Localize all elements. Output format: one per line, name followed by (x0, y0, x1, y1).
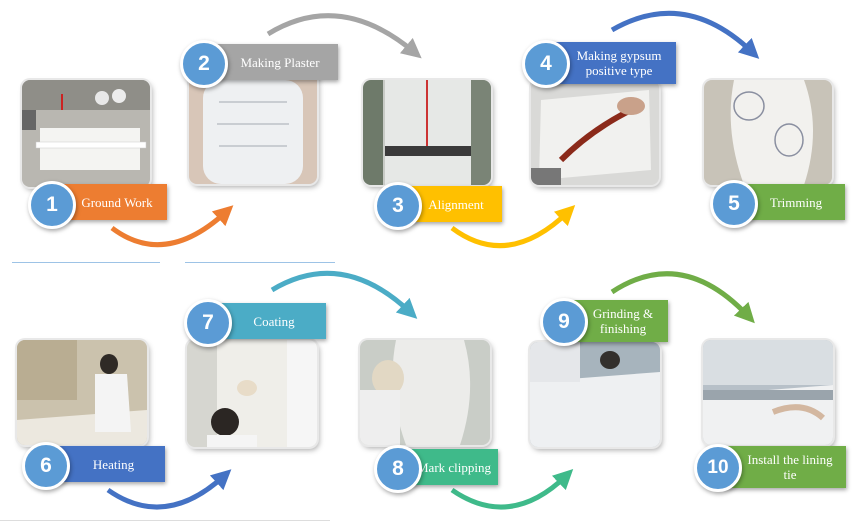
step-10-badge: 10 (694, 444, 742, 492)
coating-photo (187, 340, 317, 447)
step-1-badge: 1 (28, 181, 76, 229)
step-8-badge: 8 (374, 445, 422, 493)
separator-line (0, 520, 330, 521)
gypsum-positive-photo (531, 80, 659, 185)
step-4-label: Making gypsum positive type (550, 42, 676, 84)
step-5-badge: 5 (710, 180, 758, 228)
step-4-badge: 4 (522, 40, 570, 88)
lining-tie-photo (703, 340, 833, 445)
step-6-badge: 6 (22, 442, 70, 490)
step-3-badge: 3 (374, 182, 422, 230)
separator-line (12, 262, 160, 263)
trimming-photo (704, 80, 832, 185)
step-10-label: Install the lining tie (722, 446, 846, 488)
grinding-photo (530, 342, 660, 447)
ground-work-photo (22, 80, 150, 187)
mark-clipping-photo (360, 340, 490, 445)
step-7-label: Coating (210, 303, 326, 339)
alignment-photo (363, 80, 491, 185)
step-6-label: Heating (50, 446, 165, 482)
making-plaster-photo (189, 62, 317, 184)
step-2-label: Making Plaster (210, 44, 338, 80)
separator-line (185, 262, 335, 263)
step-7-badge: 7 (184, 299, 232, 347)
step-9-badge: 9 (540, 298, 588, 346)
step-2-badge: 2 (180, 40, 228, 88)
heating-photo (17, 340, 147, 445)
